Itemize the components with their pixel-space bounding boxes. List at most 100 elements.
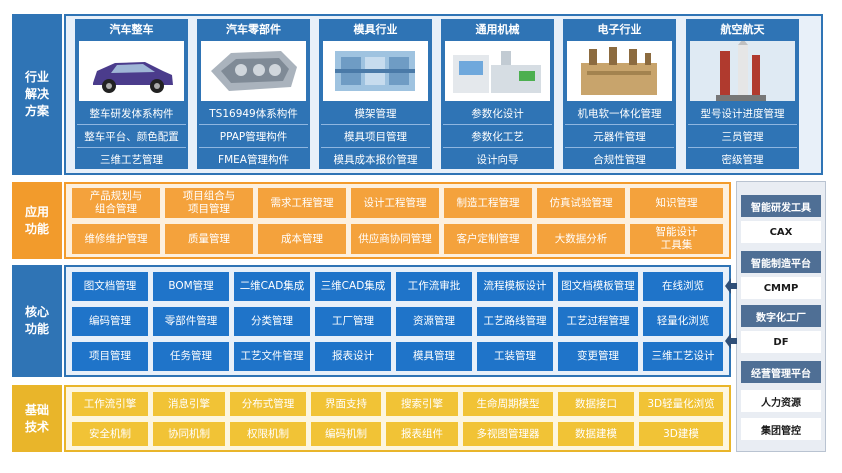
industry-item[interactable]: 参数化设计 [471, 107, 524, 120]
basic-cell[interactable]: 多视图管理器 [463, 422, 553, 446]
application-cell[interactable]: 成本管理 [258, 224, 346, 254]
application-cell[interactable]: 需求工程管理 [258, 188, 346, 218]
application-cell[interactable]: 客户定制管理 [444, 224, 532, 254]
core-cell[interactable]: 三维CAD集成 [315, 272, 391, 301]
core-cell[interactable]: 报表设计 [315, 342, 391, 371]
application-cell[interactable]: 项目组合与 项目管理 [165, 188, 253, 218]
basic-cell[interactable]: 数据接口 [558, 392, 634, 416]
core-cell[interactable]: BOM管理 [153, 272, 229, 301]
core-cell[interactable]: 编码管理 [72, 307, 148, 336]
side-panel-value[interactable]: 人力资源 [741, 390, 821, 412]
core-cell[interactable]: 二维CAD集成 [234, 272, 310, 301]
basic-cell[interactable]: 3D建模 [639, 422, 723, 446]
industry-title: 航空航天 [720, 23, 765, 36]
industry-item[interactable]: 整车平台、颜色配置 [84, 130, 179, 143]
basic-cell[interactable]: 生命周期模型 [463, 392, 553, 416]
core-cell[interactable]: 分类管理 [234, 307, 310, 336]
core-cell[interactable]: 项目管理 [72, 342, 148, 371]
application-cell[interactable]: 供应商协同管理 [351, 224, 439, 254]
basic-cell[interactable]: 权限机制 [230, 422, 306, 446]
application-cell[interactable]: 智能设计 工具集 [630, 224, 723, 254]
side-panel-value[interactable]: DF [741, 331, 821, 353]
industry-item[interactable]: 设计向导 [476, 153, 519, 166]
industry-title: 电子行业 [597, 23, 642, 36]
basic-cell[interactable]: 消息引擎 [153, 392, 225, 416]
industry-item[interactable]: PPAP管理构件 [219, 130, 288, 143]
core-cell[interactable]: 在线浏览 [643, 272, 723, 301]
application-cell[interactable]: 制造工程管理 [444, 188, 532, 218]
application-cell[interactable]: 仿真试验管理 [537, 188, 625, 218]
basic-cell[interactable]: 界面支持 [311, 392, 381, 416]
industry-title: 通用机械 [475, 23, 520, 36]
basic-cell[interactable]: 报表组件 [386, 422, 458, 446]
industry-item[interactable]: 密级管理 [721, 153, 764, 166]
industry-item[interactable]: 模具项目管理 [344, 130, 407, 143]
section-label-industry: 行业 解决 方案 [12, 14, 62, 175]
industry-item[interactable]: 元器件管理 [593, 130, 646, 143]
side-panel-header[interactable]: 智能研发工具 [741, 195, 821, 217]
core-cell[interactable]: 资源管理 [396, 307, 472, 336]
basic-cell[interactable]: 数据建模 [558, 422, 634, 446]
basic-cell[interactable]: 3D轻量化浏览 [639, 392, 723, 416]
industry-item[interactable]: 模具成本报价管理 [333, 153, 418, 166]
basic-cell[interactable]: 搜索引擎 [386, 392, 458, 416]
basic-cell[interactable]: 分布式管理 [230, 392, 306, 416]
industry-item[interactable]: 型号设计进度管理 [700, 107, 785, 120]
application-cell[interactable]: 维修维护管理 [72, 224, 160, 254]
side-panel-header[interactable]: 经营管理平台 [741, 361, 821, 383]
side-panel-header[interactable]: 数字化工厂 [741, 305, 821, 327]
core-cell[interactable]: 工作流审批 [396, 272, 472, 301]
core-cell[interactable]: 模具管理 [396, 342, 472, 371]
industry-item[interactable]: TS16949体系构件 [209, 107, 298, 120]
section-label-basic: 基础 技术 [12, 385, 62, 452]
industry-item[interactable]: 模架管理 [354, 107, 397, 120]
core-cell[interactable]: 流程模板设计 [477, 272, 553, 301]
basic-cell[interactable]: 工作流引擎 [72, 392, 148, 416]
industry-column-mold: 模具行业 模架管理 模具项目管理 模具成本报价管理 [319, 19, 432, 169]
side-panel-value[interactable]: 集团管控 [741, 418, 821, 440]
basic-cell[interactable]: 协同机制 [153, 422, 225, 446]
application-cell[interactable]: 产品规划与 组合管理 [72, 188, 160, 218]
connector-arrow-icon [725, 278, 737, 294]
core-cell[interactable]: 变更管理 [558, 342, 638, 371]
core-cell[interactable]: 工装管理 [477, 342, 553, 371]
industry-item[interactable]: 三员管理 [721, 130, 764, 143]
industry-title: 汽车零部件 [226, 23, 281, 36]
application-cell[interactable]: 设计工程管理 [351, 188, 439, 218]
application-cell[interactable]: 大数据分析 [537, 224, 625, 254]
core-cell[interactable]: 工艺路线管理 [477, 307, 553, 336]
basic-cell[interactable]: 安全机制 [72, 422, 148, 446]
industry-column-auto: 汽车整车 整车研发体系构件 整车平台、颜色配置 三维工艺管理 [75, 19, 188, 169]
industry-item[interactable]: 整车研发体系构件 [89, 107, 174, 120]
industry-item[interactable]: FMEA管理构件 [218, 153, 289, 166]
basic-cell[interactable]: 编码机制 [311, 422, 381, 446]
industry-item[interactable]: 三维工艺管理 [100, 153, 163, 166]
industry-item[interactable]: 合规性管理 [593, 153, 646, 166]
core-cell[interactable]: 工艺过程管理 [558, 307, 638, 336]
industry-title: 模具行业 [353, 23, 398, 36]
connector-arrow-icon [725, 333, 737, 349]
side-panel-header[interactable]: 智能制造平台 [741, 251, 821, 273]
industry-item[interactable]: 机电软一体化管理 [577, 107, 662, 120]
application-cell[interactable]: 质量管理 [165, 224, 253, 254]
core-cell[interactable]: 工艺文件管理 [234, 342, 310, 371]
side-panel-value[interactable]: CMMP [741, 277, 821, 299]
side-panel-value[interactable]: CAX [741, 221, 821, 243]
core-cell[interactable]: 零部件管理 [153, 307, 229, 336]
core-cell[interactable]: 图文档模板管理 [558, 272, 638, 301]
core-cell[interactable]: 图文档管理 [72, 272, 148, 301]
core-cell[interactable]: 任务管理 [153, 342, 229, 371]
core-cell[interactable]: 工厂管理 [315, 307, 391, 336]
machine-illustration [445, 41, 550, 101]
core-cell[interactable]: 三维工艺设计 [643, 342, 723, 371]
industry-title: 汽车整车 [109, 23, 154, 36]
car-illustration [79, 41, 184, 101]
electronics-illustration [567, 41, 672, 101]
rocket-illustration [690, 41, 795, 101]
core-cell[interactable]: 轻量化浏览 [643, 307, 723, 336]
industry-column-aerospace: 航空航天 型号设计进度管理 三员管理 密级管理 [686, 19, 799, 169]
industry-item[interactable]: 参数化工艺 [471, 130, 524, 143]
industry-column-auto-parts: 汽车零部件 TS16949体系构件 PPAP管理构件 FMEA管理构件 [197, 19, 310, 169]
application-cell[interactable]: 知识管理 [630, 188, 723, 218]
section-label-application: 应用 功能 [12, 182, 62, 259]
